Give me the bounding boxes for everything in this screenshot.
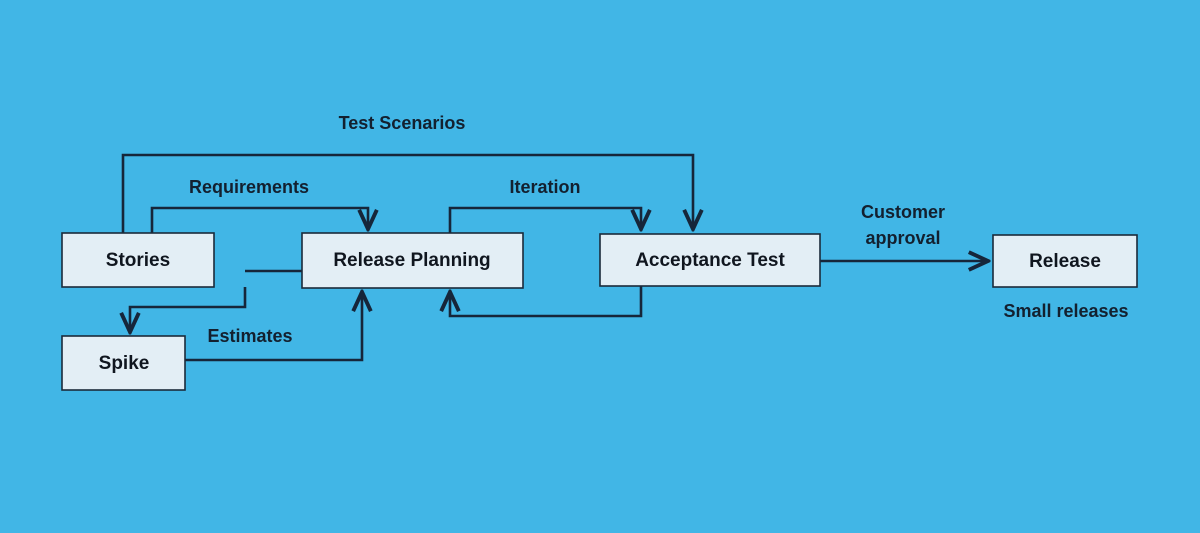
node-spike-label: Spike (99, 353, 150, 374)
node-release-box[interactable] (992, 234, 1138, 288)
node-stories[interactable]: Stories (61, 232, 215, 288)
node-release-planning-box[interactable] (301, 232, 524, 289)
connector-test-scenarios (121, 153, 693, 233)
edge-label-test-scenarios: Test Scenarios (339, 113, 466, 133)
node-acceptance-test-label: Acceptance Test (635, 250, 785, 271)
connector-requirements (150, 206, 368, 233)
edge-label-iteration: Iteration (509, 177, 580, 197)
node-release[interactable]: Release (992, 234, 1138, 288)
edge-label-estimates: Estimates (207, 326, 292, 346)
edge-label-customer-approval-line2: approval (865, 228, 940, 248)
edge-label-customer-approval-line1: Customer (861, 202, 945, 222)
edge-label-requirements: Requirements (189, 177, 309, 197)
node-acceptance-test-box[interactable] (599, 233, 821, 287)
node-spike-box[interactable] (61, 335, 186, 391)
node-release-planning[interactable]: Release Planning (301, 232, 524, 289)
connector-iteration (448, 206, 641, 233)
connector-estimates (185, 293, 362, 362)
node-release-planning-label: Release Planning (333, 250, 490, 271)
connector-stories-to-spike (130, 287, 247, 331)
node-release-label: Release (1029, 251, 1101, 272)
node-stories-box[interactable] (61, 232, 215, 288)
node-stories-label: Stories (106, 250, 170, 271)
caption-small-releases: Small releases (1003, 301, 1128, 321)
node-spike[interactable]: Spike (61, 335, 186, 391)
connector-acceptance-test-to-release-planning (450, 286, 643, 318)
node-acceptance-test[interactable]: Acceptance Test (599, 233, 821, 287)
